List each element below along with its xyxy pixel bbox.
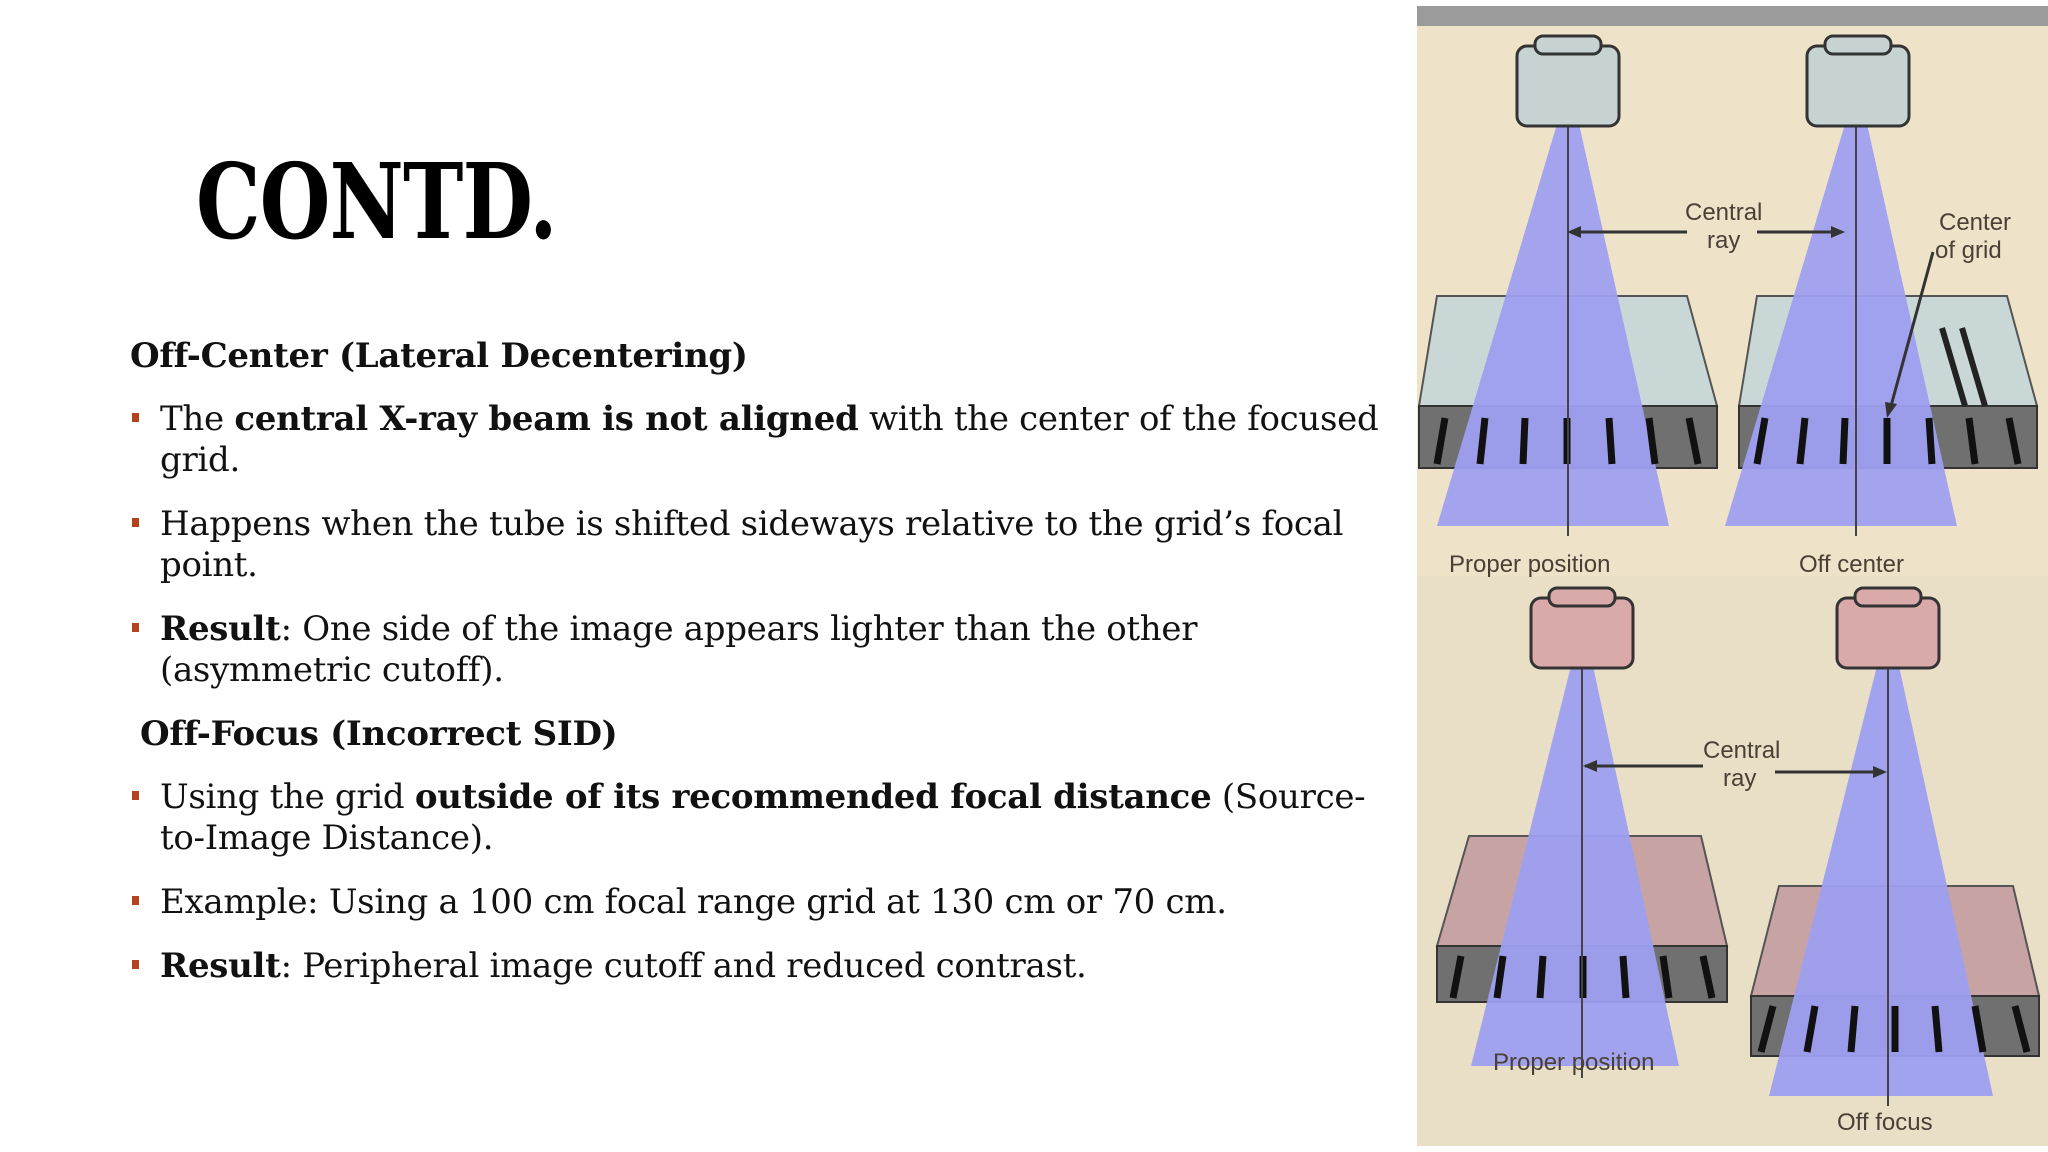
x-ray-tube-cap [1823, 34, 1893, 56]
bullet-marker-icon [132, 517, 139, 527]
bullet-text-bold: outside of its recommended focal distanc… [414, 776, 1212, 817]
bullet-text: (Source-to-Image Distance). [160, 776, 1366, 858]
grid-strips [1753, 417, 2022, 465]
x-ray-tube [1515, 44, 1621, 128]
section-off-focus: Off-Focus (Incorrect SID) Using the grid… [130, 714, 1400, 987]
arrowhead-icon [1567, 226, 1581, 238]
panel-proper-position-top: Proper position [1417, 34, 1719, 578]
label-central-ray-top: Central ray [1685, 199, 1769, 254]
bullet-text-bold: Result [160, 945, 281, 986]
bullet-marker-icon [132, 412, 139, 422]
bullet-text: The [160, 398, 235, 439]
arrowhead-icon [1873, 766, 1887, 778]
x-ray-tube-cap [1547, 586, 1617, 608]
bullet-text: with the center of the focused grid. [160, 398, 1379, 480]
bullet-text: Using the grid [160, 776, 415, 817]
bullet-item: Using the grid outside of its recommende… [130, 777, 1400, 859]
grid-strips [1757, 1005, 2031, 1053]
bullet-item: Happens when the tube is shifted sideway… [130, 504, 1400, 586]
bullet-marker-icon [132, 895, 139, 905]
slide-content: Off-Center (Lateral Decentering) The cen… [130, 336, 1400, 1010]
panel-off-focus: Off focus [1749, 586, 2041, 1136]
label-proper-position: Proper position [1493, 1049, 1654, 1076]
label-proper-position: Proper position [1449, 551, 1610, 578]
x-ray-tube [1835, 596, 1941, 670]
section-off-center: Off-Center (Lateral Decentering) The cen… [130, 336, 1400, 691]
grid-stripes-right [1939, 327, 1988, 407]
label-off-focus: Off focus [1837, 1109, 1933, 1136]
x-ray-beam [1769, 666, 1993, 1096]
arrowhead-icon [1583, 760, 1597, 772]
bullet-text-bold: Result [160, 608, 281, 649]
bullet-marker-icon [132, 959, 139, 969]
bullet-text-bold: central X-ray beam is not aligned [234, 398, 859, 439]
grid-diagram: Proper position Off center Center [1417, 6, 2048, 1146]
panel-off-center: Off center Center of grid [1725, 34, 2039, 578]
page-title: CONTD. [196, 140, 558, 263]
label-off-center: Off center [1799, 551, 1904, 578]
x-ray-tube-cap [1533, 34, 1603, 56]
bullet-list: The central X-ray beam is not aligned wi… [130, 399, 1400, 691]
arrowhead-icon [1831, 226, 1845, 238]
x-ray-beam [1725, 124, 1957, 526]
bullet-item: Example: Using a 100 cm focal range grid… [130, 882, 1400, 923]
section-heading: Off-Center (Lateral Decentering) [130, 336, 748, 376]
x-ray-tube [1805, 44, 1911, 128]
bullet-text: Example: Using a 100 cm focal range grid… [160, 881, 1227, 922]
bullet-marker-icon [132, 622, 139, 632]
bullet-list: Using the grid outside of its recommende… [130, 777, 1400, 987]
arrowhead-icon [1885, 402, 1897, 418]
label-central-ray-bottom: Central ray [1703, 737, 1787, 792]
x-ray-tube [1529, 596, 1635, 670]
grid-strips [1449, 955, 1716, 999]
bullet-text: : One side of the image appears lighter … [160, 608, 1198, 690]
bullet-item: Result: Peripheral image cutoff and redu… [130, 946, 1400, 987]
x-ray-tube-cap [1853, 586, 1923, 608]
bullet-text: : Peripheral image cutoff and reduced co… [280, 945, 1087, 986]
grid-alignment-figure: Proper position Off center Center [1417, 6, 2048, 1146]
bullet-item: The central X-ray beam is not aligned wi… [130, 399, 1400, 481]
bullet-marker-icon [132, 790, 139, 800]
figure-top-bar [1417, 6, 2048, 26]
bullet-item: Result: One side of the image appears li… [130, 609, 1400, 691]
section-heading: Off-Focus (Incorrect SID) [140, 713, 618, 754]
center-of-grid-pointer [1889, 251, 1935, 407]
panel-proper-position-bottom: Proper position [1435, 586, 1729, 1078]
bullet-text: Happens when the tube is shifted sideway… [160, 503, 1344, 585]
label-center-of-grid: Center of grid [1935, 209, 2018, 264]
